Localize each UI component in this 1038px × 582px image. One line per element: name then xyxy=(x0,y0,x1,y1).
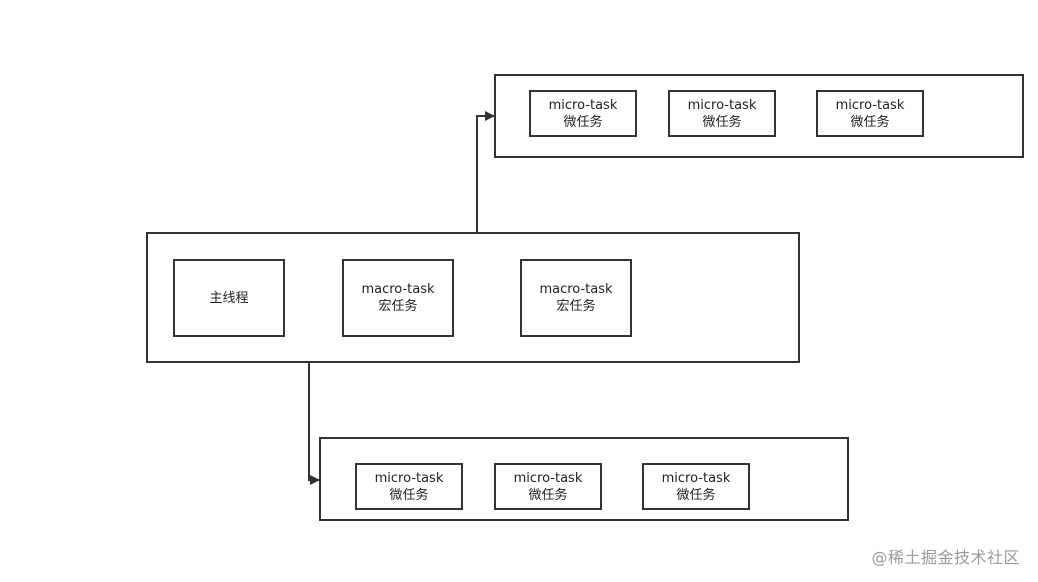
micro-task-label-en: micro-task xyxy=(513,470,583,486)
edge-gate2-to-top-micro xyxy=(476,111,495,284)
macro-task-label-en: macro-task xyxy=(539,282,613,297)
micro-task-label-en: micro-task xyxy=(687,97,757,113)
micro-task-label-zh: 微任务 xyxy=(563,114,603,130)
micro-task-label-en: micro-task xyxy=(548,97,618,113)
micro-task-label-zh: 微任务 xyxy=(850,114,890,130)
main-thread-label: 主线程 xyxy=(209,290,249,306)
micro-task-box-bottom-1: micro-task 微任务 xyxy=(355,463,463,510)
macro-task-box-1: macro-task 宏任务 xyxy=(342,259,454,337)
macro-task-box-2: macro-task 宏任务 xyxy=(520,259,632,337)
micro-task-label-zh: 微任务 xyxy=(676,487,716,503)
micro-task-label-zh: 微任务 xyxy=(528,487,568,503)
micro-task-label-zh: 微任务 xyxy=(389,487,429,503)
micro-task-label-zh: 微任务 xyxy=(702,114,742,130)
macro-task-label-zh: 宏任务 xyxy=(556,299,596,314)
edge-gate1-to-bottom-micro xyxy=(308,309,320,485)
watermark-text: @稀土掘金技术社区 xyxy=(871,548,1020,567)
micro-task-label-en: micro-task xyxy=(835,97,905,113)
macro-task-label-en: macro-task xyxy=(361,282,435,297)
macro-task-label-zh: 宏任务 xyxy=(378,299,418,314)
micro-task-label-en: micro-task xyxy=(374,470,444,486)
main-thread-box: 主线程 xyxy=(173,259,285,337)
micro-task-box-top-1: micro-task 微任务 xyxy=(529,90,637,137)
micro-task-box-bottom-2: micro-task 微任务 xyxy=(494,463,602,510)
micro-task-box-top-3: micro-task 微任务 xyxy=(816,90,924,137)
micro-task-box-top-2: micro-task 微任务 xyxy=(668,90,776,137)
micro-task-box-bottom-3: micro-task 微任务 xyxy=(642,463,750,510)
micro-task-label-en: micro-task xyxy=(661,470,731,486)
